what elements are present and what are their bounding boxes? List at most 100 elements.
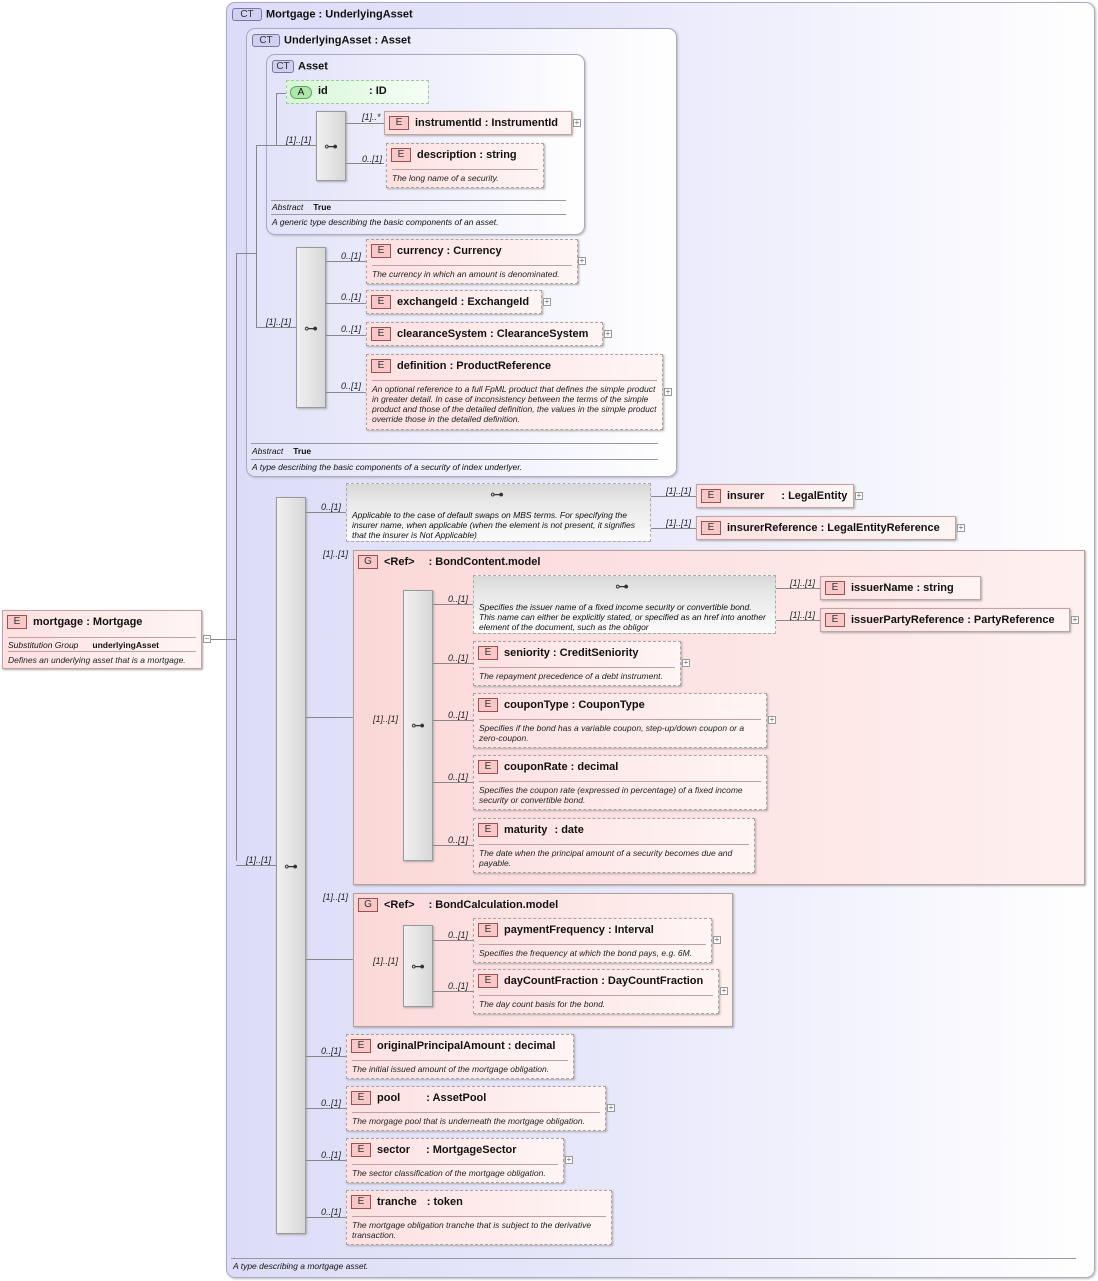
element-doc: Specifies if the bond has a variable cou… bbox=[479, 719, 761, 743]
expand-icon[interactable]: + bbox=[682, 658, 690, 667]
expand-icon[interactable]: + bbox=[578, 256, 586, 265]
cardinality: 0..[1] bbox=[341, 292, 362, 302]
expand-icon[interactable]: + bbox=[768, 715, 776, 724]
element-doc: Specifies the frequency at which the bon… bbox=[479, 944, 706, 958]
element-name: insurerReference bbox=[727, 521, 818, 534]
expand-icon[interactable]: + bbox=[607, 1103, 615, 1112]
bondcalc-sequence[interactable]: ⊶ bbox=[403, 925, 433, 1007]
cardinality: [1]..* bbox=[362, 112, 381, 122]
cardinality: [1]..[1] bbox=[373, 956, 399, 966]
asset-sequence[interactable]: ⊶ bbox=[316, 111, 346, 181]
choice-icon: ⊶ bbox=[490, 486, 504, 502]
cardinality: 0..[1] bbox=[362, 154, 383, 164]
element-badge: E bbox=[825, 613, 845, 627]
element-badge: E bbox=[351, 1091, 371, 1105]
cardinality: 0..[1] bbox=[448, 772, 469, 782]
group-ref: <Ref> bbox=[384, 898, 415, 911]
element-badge: E bbox=[478, 923, 498, 937]
cardinality: 0..[1] bbox=[448, 710, 469, 720]
element-type: : ClearanceSystem bbox=[489, 327, 589, 340]
element-badge: E bbox=[478, 974, 498, 988]
expand-icon[interactable]: + bbox=[855, 491, 863, 500]
element-name: issuerName bbox=[851, 581, 914, 594]
element-type: : Mortgage bbox=[86, 615, 143, 628]
element-name: paymentFrequency bbox=[504, 923, 605, 936]
choice-doc: Applicable to the case of default swaps … bbox=[352, 510, 636, 540]
sequence-icon: ⊶ bbox=[324, 138, 338, 154]
element-doc: The morgage pool that is underneath the … bbox=[352, 1112, 600, 1126]
element-badge: E bbox=[371, 359, 391, 373]
expand-icon[interactable]: + bbox=[664, 387, 672, 396]
cardinality: 0..[1] bbox=[448, 930, 469, 940]
element-name: sector bbox=[377, 1143, 411, 1156]
element-type: : Currency bbox=[446, 244, 502, 257]
cardinality: 0..[1] bbox=[321, 1098, 342, 1108]
expand-icon[interactable]: + bbox=[720, 986, 728, 995]
element-badge: E bbox=[371, 295, 391, 309]
element-doc: The initial issued amount of the mortgag… bbox=[352, 1060, 568, 1074]
expand-icon[interactable]: + bbox=[1071, 615, 1079, 624]
expand-icon[interactable]: + bbox=[957, 523, 965, 532]
cardinality: 0..[1] bbox=[341, 324, 362, 334]
cardinality: 0..[1] bbox=[321, 1150, 342, 1160]
element-type: : AssetPool bbox=[426, 1091, 487, 1104]
expand-icon[interactable]: + bbox=[543, 297, 551, 306]
element-name: insurer bbox=[727, 489, 765, 502]
attribute-id[interactable]: A id : ID bbox=[286, 80, 429, 104]
element-name: tranche bbox=[377, 1195, 417, 1208]
choice-doc: Specifies the issuer name of a fixed inc… bbox=[479, 602, 766, 632]
element-badge: E bbox=[701, 489, 721, 503]
ct-asset-title: Asset bbox=[298, 60, 328, 73]
element-type: : Interval bbox=[607, 923, 654, 936]
element-type: : MortgageSector bbox=[426, 1143, 517, 1156]
cardinality: 0..[1] bbox=[321, 1046, 342, 1056]
element-type: : date bbox=[554, 823, 584, 836]
element-badge: E bbox=[701, 521, 721, 535]
element-badge: E bbox=[389, 116, 409, 130]
element-name: definition bbox=[397, 359, 447, 372]
expand-icon[interactable]: + bbox=[713, 935, 721, 944]
element-type: : CouponType bbox=[571, 698, 645, 711]
expand-icon[interactable]: + bbox=[604, 329, 612, 338]
cardinality: 0..[1] bbox=[448, 981, 469, 991]
expand-icon[interactable]: + bbox=[573, 118, 581, 127]
mortgage-sequence[interactable]: ⊶ bbox=[276, 497, 306, 1234]
element-badge: E bbox=[478, 760, 498, 774]
underlying-sequence[interactable]: ⊶ bbox=[296, 247, 326, 408]
issuer-choice[interactable]: ⊶ Specifies the issuer name of a fixed i… bbox=[473, 575, 776, 634]
bondcontent-sequence[interactable]: ⊶ bbox=[403, 590, 433, 861]
element-badge: E bbox=[391, 148, 411, 162]
element-badge: E bbox=[351, 1039, 371, 1053]
insurer-choice[interactable]: ⊶ Applicable to the case of default swap… bbox=[346, 483, 651, 542]
element-name: issuerPartyReference bbox=[851, 613, 965, 626]
collapse-icon[interactable]: − bbox=[203, 634, 211, 643]
element-type: : string bbox=[479, 148, 517, 161]
element-badge: E bbox=[7, 615, 27, 629]
attribute-name: id bbox=[318, 85, 328, 97]
cardinality: 0..[1] bbox=[341, 251, 362, 261]
expand-icon[interactable]: + bbox=[565, 1155, 573, 1164]
